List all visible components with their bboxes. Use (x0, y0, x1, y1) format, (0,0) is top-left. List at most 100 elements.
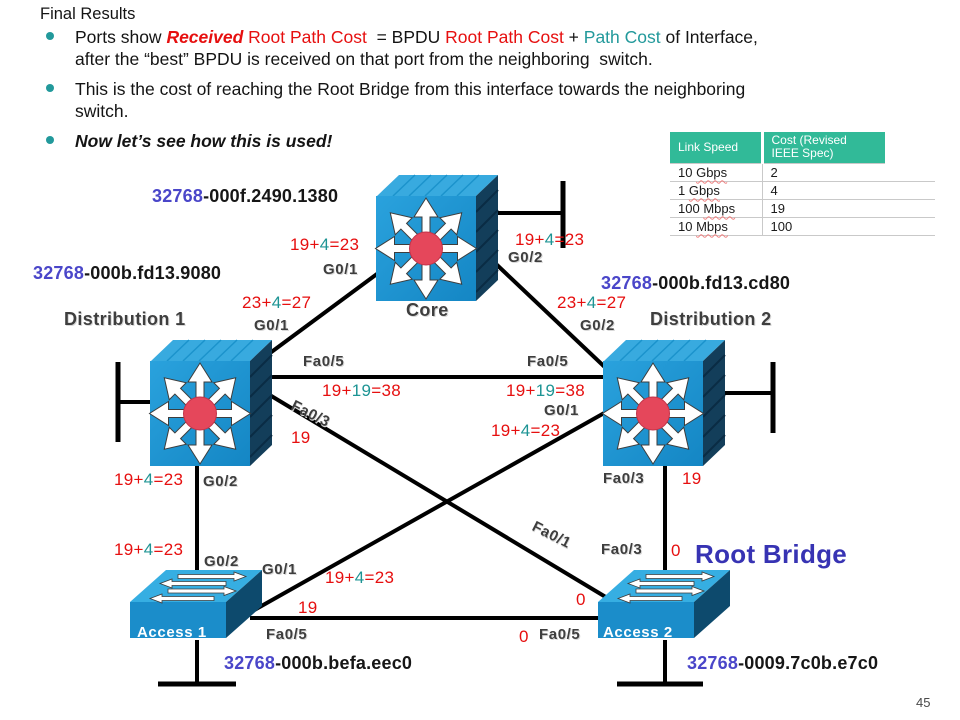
spacer-cell (885, 217, 935, 236)
cost-access1-g02: 19+4=23 (114, 540, 184, 559)
cost-dist2-g01: 19+4=23 (491, 421, 561, 440)
cost-dist1-fa05: 19+19=38 (322, 381, 402, 400)
cost-cell: 19 (762, 199, 885, 218)
bridge-id-core: 32768-000f.2490.1380 (152, 186, 339, 206)
cost-table-header-speed: Link Speed (670, 132, 764, 164)
node-label-core: Core (406, 300, 449, 320)
cost-core-g02: 19+4=23 (515, 230, 585, 249)
bullet-dot-icon (38, 130, 75, 152)
switch-hub-circle (636, 396, 670, 431)
switch-top-ridges (392, 174, 480, 197)
switch-arrows-icon (616, 571, 716, 604)
spacer-cell (885, 181, 935, 200)
port-core-g01: G0/1 (323, 261, 358, 278)
bullet-item: This is the cost of reaching the Root Br… (38, 78, 946, 122)
port-dist1-g02: G0/2 (203, 473, 238, 490)
port-dist2-g02: G0/2 (580, 317, 615, 334)
port-access2-fa03: Fa0/3 (601, 541, 643, 558)
switch-top-face (604, 340, 725, 361)
cost-dist1-g01: 23+4=27 (242, 293, 312, 312)
distribution2-switch (601, 337, 729, 467)
port-access1-g01: G0/1 (262, 561, 297, 578)
link-speed-cell: 10 Mbps (670, 217, 763, 236)
access2-switch (596, 562, 732, 650)
switch-top-face (377, 175, 498, 196)
cost-dist2-g02: 23+4=27 (557, 293, 627, 312)
link-speed-cell: 1 Gbps (670, 181, 763, 200)
cost-access1-fa05: 19 (298, 598, 318, 617)
slide-title: Final Results (40, 5, 136, 23)
bridge-id-dist1: 32768-000b.fd13.9080 (33, 263, 222, 283)
cost-cell: 4 (762, 181, 885, 200)
switch-side-hatch (702, 354, 726, 458)
switch-arrows-icon (148, 571, 248, 604)
node-label-access2: Access 2 (603, 624, 673, 641)
link-speed-cell: 10 Gbps (670, 163, 763, 182)
cost-access2-fa03: 0 (671, 541, 681, 560)
switch-top-ridges (166, 339, 254, 362)
switch-hub-circle (183, 396, 217, 431)
bullet-line: Now let’s see how this is used! (75, 131, 333, 151)
link-speed-cell: 100 Mbps (670, 199, 763, 218)
bullet-line: Ports show Received Root Path Cost = BPD… (75, 27, 758, 47)
node-label-dist1: Distribution 1 (64, 309, 186, 329)
cost-dist2-fa03: 19 (682, 469, 702, 488)
port-dist1-g01: G0/1 (254, 317, 289, 334)
cost-access1-g01: 19+4=23 (325, 568, 395, 587)
switch-front-face (598, 602, 694, 638)
port-dist1-fa05: Fa0/5 (303, 353, 345, 370)
spacer-cell (885, 163, 935, 182)
bullet-dot-icon (38, 26, 75, 70)
bullet-list: Ports show Received Root Path Cost = BPD… (38, 26, 946, 152)
cost-access2-fa01: 0 (576, 590, 586, 609)
bridge-id-dist2: 32768-000b.fd13.cd80 (601, 273, 791, 293)
cost-cell: 100 (762, 217, 885, 236)
bullet-item: Ports show Received Root Path Cost = BPD… (38, 26, 946, 70)
distribution1-switch (148, 337, 276, 467)
switch-hub-circle (409, 231, 443, 266)
port-dist2-fa03: Fa0/3 (603, 470, 645, 487)
page-number: 45 (916, 695, 931, 710)
bridge-id-access2: 32768-0009.7c0b.e7c0 (687, 653, 879, 673)
port-dist1-fa03: Fa0/3 (288, 397, 333, 431)
port-access2-fa01: Fa0/1 (529, 518, 574, 552)
cost-core-g01: 19+4=23 (290, 235, 360, 254)
switch-side-hatch (475, 189, 499, 293)
switch-side-face (694, 570, 730, 638)
core-switch (374, 172, 502, 302)
cost-dist2-fa05: 19+19=38 (506, 381, 586, 400)
switch-top-face (151, 340, 272, 361)
bullet-text: Ports show Received Root Path Cost = BPD… (75, 26, 946, 70)
cost-access2-fa05: 0 (519, 627, 529, 646)
port-dist2-g01: G0/1 (544, 402, 579, 419)
switch-side-hatch (249, 354, 273, 458)
cost-table-header-row: Link Speed Cost (Revised IEEE Spec) (670, 132, 935, 164)
bullet-dot-icon (38, 78, 75, 122)
spacer-cell (885, 199, 935, 218)
cost-table: Link Speed Cost (Revised IEEE Spec) 10 G… (670, 132, 935, 236)
root-bridge-label: Root Bridge (695, 539, 848, 569)
cost-table-header-spacer (885, 132, 935, 163)
node-label-dist2: Distribution 2 (650, 309, 772, 329)
cost-dist1-fa03: 19 (291, 428, 311, 447)
bullet-text: This is the cost of reaching the Root Br… (75, 78, 946, 122)
cost-cell: 2 (762, 163, 885, 182)
bullet-text: Now let’s see how this is used! (75, 130, 946, 152)
switch-top-ridges (619, 339, 707, 362)
port-access2-fa05: Fa0/5 (539, 626, 581, 643)
bullet-item: Now let’s see how this is used! (38, 130, 946, 152)
bullet-line: after the “best” BPDU is received on tha… (75, 49, 653, 69)
port-access1-fa05: Fa0/5 (266, 626, 308, 643)
bridge-id-access1: 32768-000b.befa.eec0 (224, 653, 413, 673)
link-core-dist1 (264, 269, 383, 358)
port-dist2-fa05: Fa0/5 (527, 353, 569, 370)
port-core-g02: G0/2 (508, 249, 543, 266)
cost-table-header-cost: Cost (Revised IEEE Spec) (762, 132, 885, 164)
switch-front-face (130, 602, 226, 638)
